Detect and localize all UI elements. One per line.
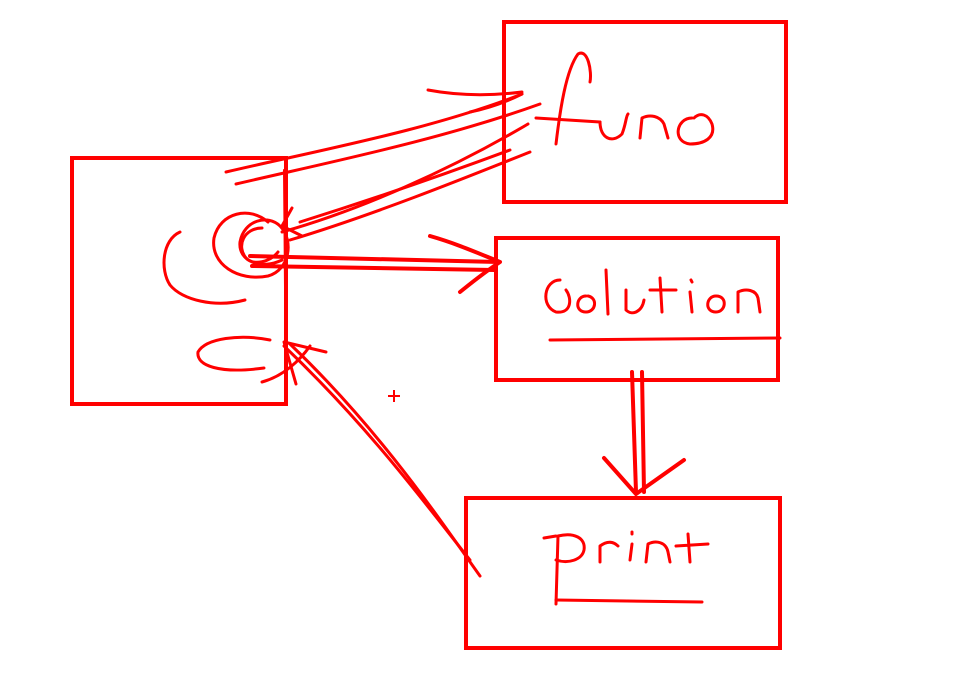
print-underline bbox=[554, 598, 704, 604]
glyph-u bbox=[598, 112, 630, 141]
glyph-c bbox=[676, 113, 715, 146]
arrow-to-func bbox=[224, 88, 542, 242]
sketch-strokes bbox=[70, 20, 788, 650]
arrow-shaft-upper-2 bbox=[234, 102, 542, 186]
arrow-print-to-left bbox=[260, 340, 482, 578]
lower-c-letter bbox=[196, 335, 272, 372]
glyph-i bbox=[688, 278, 694, 314]
arrow-to-print bbox=[602, 370, 686, 496]
left-box bbox=[70, 156, 288, 406]
arrow-shaft-print bbox=[630, 370, 638, 494]
arrow-return-3 bbox=[298, 148, 512, 224]
arrow-head-func-bottom bbox=[468, 92, 524, 114]
arrow-head-func-top bbox=[426, 88, 524, 97]
glyph-u2 bbox=[624, 288, 646, 315]
glyph-p bbox=[554, 533, 586, 606]
glyph-s bbox=[544, 278, 572, 314]
glyph-i2 bbox=[628, 530, 634, 562]
box-divider bbox=[283, 169, 287, 405]
arrow-head-back bbox=[282, 340, 328, 386]
func-box bbox=[502, 20, 788, 204]
glyph-n bbox=[638, 114, 670, 140]
crosshair-cursor-icon bbox=[388, 390, 400, 402]
glyph-r bbox=[598, 540, 620, 564]
func-label-glyphs bbox=[534, 51, 715, 146]
print-label-glyphs bbox=[542, 530, 710, 606]
arrow-head-return bbox=[280, 206, 304, 238]
glyph-f-bar bbox=[534, 116, 602, 124]
print-box bbox=[464, 496, 782, 650]
arrow-shaft-solution-2 bbox=[250, 264, 496, 272]
arrow-head-solution bbox=[428, 234, 502, 294]
glyph-o2 bbox=[706, 294, 726, 314]
glyph-f bbox=[554, 51, 592, 146]
solution-box bbox=[494, 236, 780, 382]
glyph-p-serif bbox=[542, 534, 558, 540]
glyph-t2 bbox=[674, 532, 710, 564]
arrow-return-2 bbox=[288, 150, 532, 242]
arrow-head-print bbox=[602, 456, 686, 496]
arrow-to-solution bbox=[248, 234, 502, 294]
solution-label-glyphs bbox=[544, 268, 782, 342]
arrow-shaft-print-2 bbox=[640, 370, 646, 494]
arrow-shaft-back-2 bbox=[282, 344, 472, 562]
glyph-n2 bbox=[736, 288, 762, 314]
arrow-head-back-2 bbox=[260, 344, 312, 384]
glyph-t bbox=[648, 276, 678, 314]
inner-scribble bbox=[240, 226, 280, 264]
solution-underline bbox=[548, 336, 782, 342]
left-box-scribbles bbox=[162, 169, 290, 405]
glyph-o bbox=[576, 294, 596, 314]
big-c-letter bbox=[162, 230, 247, 305]
glyph-n3 bbox=[644, 540, 672, 564]
arrow-shaft-solution bbox=[248, 254, 500, 264]
glyph-l bbox=[604, 268, 610, 316]
